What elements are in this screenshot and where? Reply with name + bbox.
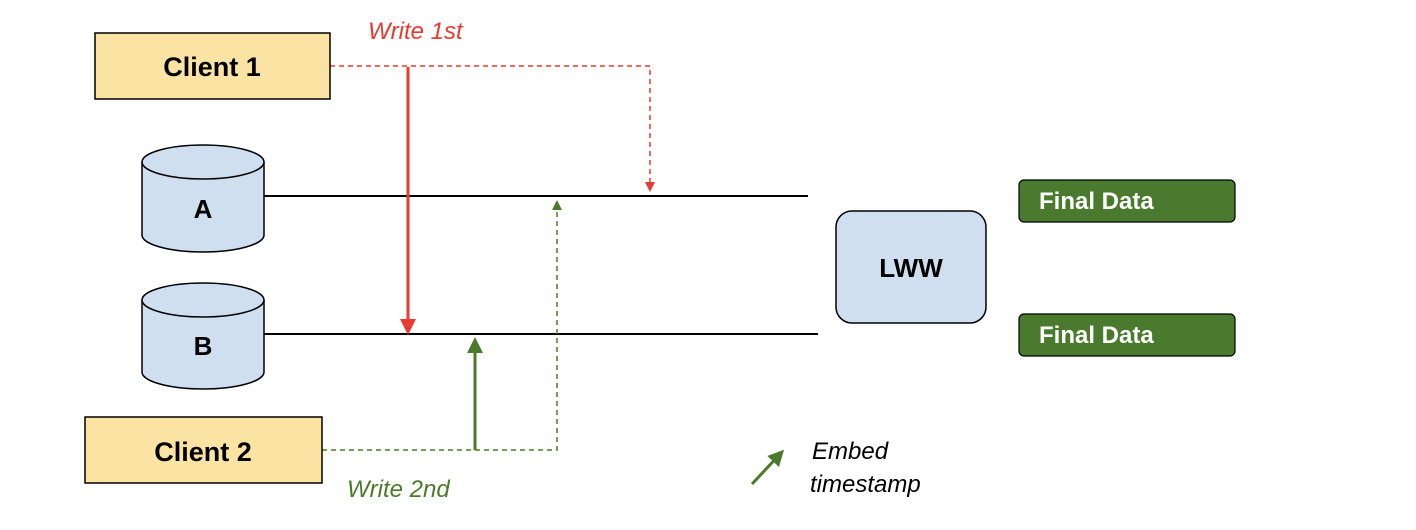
lww-box: LWW [835,210,987,324]
database-a-label: A [194,194,213,224]
database-a: A [141,144,265,253]
legend-line2: timestamp [810,471,921,498]
final-data-top: Final Data [1018,179,1236,223]
database-b-label: B [194,331,213,361]
database-b: B [141,282,265,390]
client1-label: Client 1 [163,52,261,82]
final-data-bottom-label: Final Data [1039,322,1154,349]
write1-label: Write 1st [368,18,464,45]
write1-dashed-to-a [330,65,655,192]
legend-line1: Embed [812,438,889,465]
lww-label: LWW [879,253,943,283]
write2-dashed-to-a [322,200,562,451]
arrow-icon [750,449,785,486]
client2-label: Client 2 [154,437,252,467]
final-data-bottom: Final Data [1018,313,1236,357]
client1-box: Client 1 [94,32,331,100]
final-data-top-label: Final Data [1039,188,1154,215]
client2-box: Client 2 [84,416,323,484]
write2-label: Write 2nd [347,476,450,503]
legend: Embed timestamp [750,438,921,498]
